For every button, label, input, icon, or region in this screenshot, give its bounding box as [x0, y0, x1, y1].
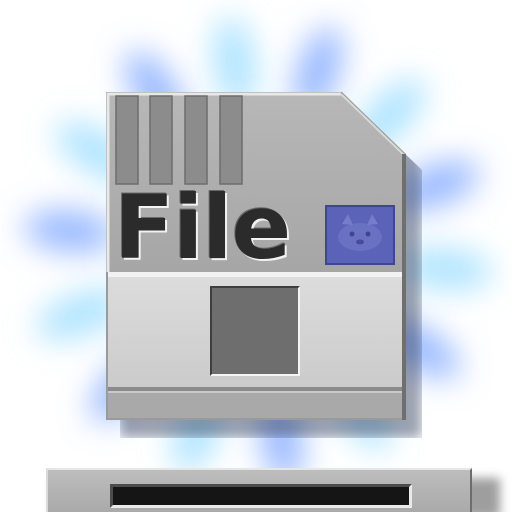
floppy-disk-icon[interactable]: File: [106, 92, 406, 420]
disk-grip-stripes: [115, 95, 243, 185]
glow-ray: [400, 248, 492, 290]
disk-shutter-window: [210, 286, 300, 376]
glow-ray: [391, 160, 480, 210]
glow-ray: [36, 290, 125, 340]
glow-ray: [24, 210, 116, 252]
disk-drive-icon[interactable]: [46, 468, 472, 512]
glow-ray: [213, 16, 256, 109]
file-label: File: [114, 176, 291, 279]
drive-slot: [110, 484, 412, 508]
cat-face-icon: [325, 205, 395, 265]
